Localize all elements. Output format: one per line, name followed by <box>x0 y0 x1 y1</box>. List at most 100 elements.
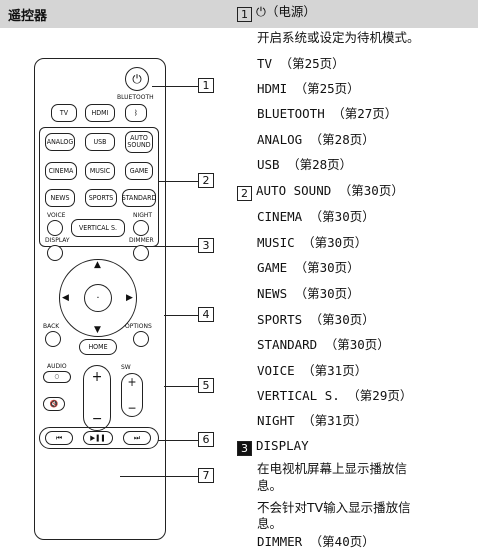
callout-line-5 <box>164 386 198 387</box>
next-button[interactable]: ⏭ <box>123 431 151 445</box>
legend-text: 开启系统或设定为待机模式。 <box>257 30 420 45</box>
callout-2: 2 <box>198 173 214 188</box>
volume-minus-icon: − <box>91 411 103 427</box>
volume-plus-icon: + <box>91 369 103 385</box>
home-button[interactable]: HOME <box>79 339 117 355</box>
legend-text: ⏻（电源） <box>256 4 316 19</box>
options-button[interactable] <box>133 331 149 347</box>
legend-line: DIMMER （第40页） <box>257 534 375 548</box>
analog-button[interactable]: ANALOG <box>45 133 75 151</box>
callout-line-1 <box>152 86 198 87</box>
game-button[interactable]: GAME <box>125 162 153 180</box>
legend-text: 在电视机屏幕上显示播放信 <box>257 461 408 476</box>
legend-text: DIMMER （第40页） <box>257 534 375 548</box>
options-label: OPTIONS <box>125 323 152 330</box>
legend-text: CINEMA （第30页） <box>257 209 375 224</box>
callout-1: 1 <box>198 78 214 93</box>
legend-text: 息。 <box>257 478 283 493</box>
display-button[interactable] <box>47 245 63 261</box>
hdmi-button[interactable]: HDMI <box>85 104 115 122</box>
bluetooth-button[interactable]: ᛒ <box>125 104 147 122</box>
dpad-ring <box>59 259 137 337</box>
legend-line: MUSIC （第30页） <box>257 235 367 251</box>
dimmer-button[interactable] <box>133 245 149 261</box>
legend-number-box: 2 <box>237 186 252 201</box>
mute-icon: 🔇 <box>49 399 59 408</box>
legend-text: DISPLAY <box>256 438 309 453</box>
callout-7: 7 <box>198 468 214 483</box>
tv-button[interactable]: TV <box>51 104 77 122</box>
volume-rocker[interactable]: + − <box>83 365 111 431</box>
voice-label: VOICE <box>47 212 66 219</box>
callout-line-4 <box>164 315 198 316</box>
group-box-2 <box>39 127 159 247</box>
section-header: 遥控器 <box>0 0 478 28</box>
back-button[interactable] <box>45 331 61 347</box>
legend-text: TV （第25页） <box>257 56 345 71</box>
legend-line: 2 AUTO SOUND （第30页） <box>237 183 404 201</box>
callout-line-6 <box>158 440 198 441</box>
legend-line: CINEMA （第30页） <box>257 209 375 225</box>
legend-line: 息。 <box>257 516 282 532</box>
legend-line: USB （第28页） <box>257 157 352 173</box>
callout-line-3 <box>148 246 198 247</box>
legend-number-box: 1 <box>237 7 252 22</box>
night-label: NIGHT <box>133 212 153 219</box>
sw-plus-icon: + <box>127 375 137 389</box>
auto-sound-button[interactable]: AUTO SOUND <box>125 131 153 153</box>
usb-button[interactable]: USB <box>85 133 115 151</box>
legend-line: 开启系统或设定为待机模式。 <box>257 30 420 46</box>
legend-line: GAME （第30页） <box>257 260 360 276</box>
legend-text: SPORTS （第30页） <box>257 312 375 327</box>
section-title: 遥控器 <box>8 9 48 24</box>
standard-button[interactable]: STANDARD <box>122 189 156 207</box>
legend-line: 在电视机屏幕上显示播放信 <box>257 461 407 477</box>
audio-label: AUDIO <box>47 363 67 370</box>
legend-text: BLUETOOTH （第27页） <box>257 106 398 121</box>
back-label: BACK <box>43 323 60 330</box>
dimmer-label: DIMMER <box>129 237 154 244</box>
legend-text: NIGHT （第31页） <box>257 413 368 428</box>
music-button[interactable]: MUSIC <box>85 162 115 180</box>
prev-button[interactable]: ⏮ <box>45 431 73 445</box>
sw-volume-rocker[interactable]: + − <box>121 373 143 417</box>
legend-text: HDMI （第25页） <box>257 81 360 96</box>
legend-text: ANALOG （第28页） <box>257 132 375 147</box>
legend-text: GAME （第30页） <box>257 260 360 275</box>
legend-line: 1 ⏻（电源） <box>237 4 316 22</box>
play-pause-button[interactable]: ▶❚❚ <box>83 431 113 445</box>
sw-minus-icon: − <box>127 401 137 415</box>
cinema-button[interactable]: CINEMA <box>45 162 77 180</box>
legend-line: 息。 <box>257 478 282 494</box>
callout-5: 5 <box>198 378 214 393</box>
sports-button[interactable]: SPORTS <box>85 189 117 207</box>
callout-line-7 <box>120 476 198 477</box>
legend-text: 不会针对TV输入显示播放信 <box>257 500 411 515</box>
callout-line-2 <box>158 181 198 182</box>
dpad-center-button[interactable]: · <box>84 284 112 312</box>
callout-3: 3 <box>198 238 214 253</box>
display-label: DISPLAY <box>45 237 70 244</box>
legend-text: VERTICAL S. （第29页） <box>257 388 413 403</box>
right-arrow-icon: ▶ <box>126 293 133 303</box>
audio-button[interactable]: ○ <box>43 371 71 383</box>
legend-line: TV （第25页） <box>257 56 345 72</box>
legend-text: 息。 <box>257 516 283 531</box>
legend-line: NIGHT （第31页） <box>257 413 367 429</box>
legend-line: NEWS （第30页） <box>257 286 360 302</box>
news-button[interactable]: NEWS <box>45 189 75 207</box>
playback-group <box>39 427 159 449</box>
mute-button[interactable]: 🔇 <box>43 397 65 411</box>
voice-button[interactable] <box>47 220 63 236</box>
vertical-s-button[interactable]: VERTICAL S. <box>71 219 125 237</box>
legend-text: AUTO SOUND （第30页） <box>256 183 404 198</box>
sw-label: SW <box>121 364 131 371</box>
legend-text: VOICE （第31页） <box>257 363 368 378</box>
legend-text: USB （第28页） <box>257 157 353 172</box>
legend-line: BLUETOOTH （第27页） <box>257 106 397 122</box>
legend-line: VERTICAL S. （第29页） <box>257 388 412 404</box>
power-button[interactable]: ⏻ <box>125 67 149 91</box>
legend-line: STANDARD （第30页） <box>257 337 390 353</box>
night-button[interactable] <box>133 220 149 236</box>
